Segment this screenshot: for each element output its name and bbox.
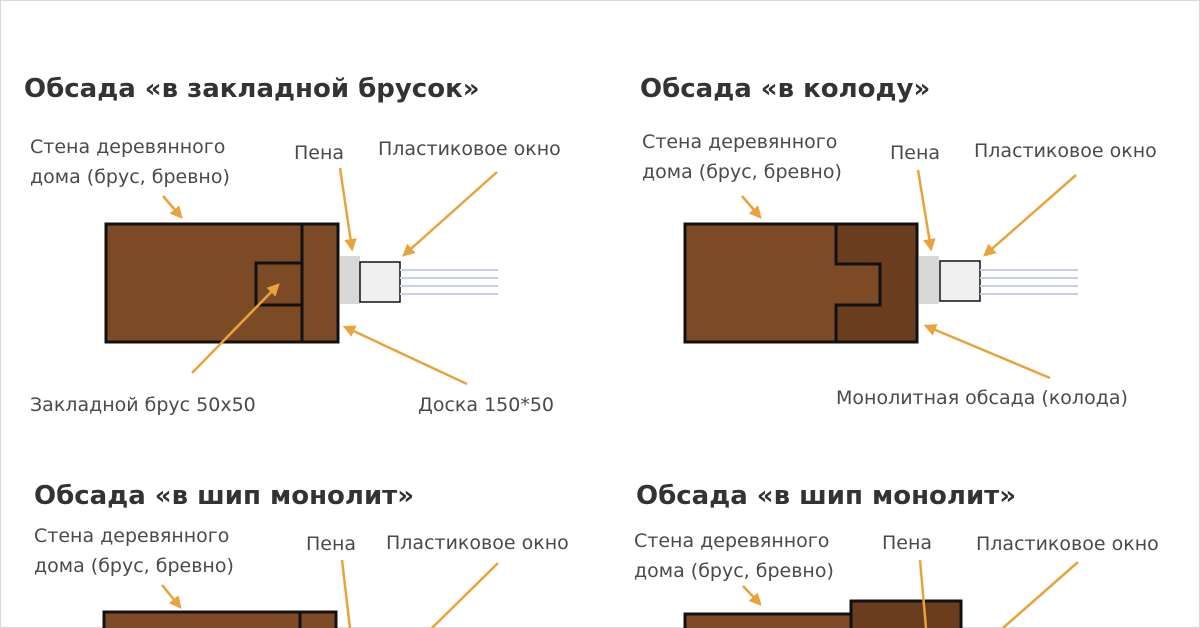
foam-label: Пена (890, 142, 941, 164)
arrow-window (431, 562, 499, 628)
foam-label: Пена (294, 142, 345, 164)
arrow-window (402, 171, 498, 257)
arrow-foam (918, 559, 928, 628)
wall-label: Стена деревянного (30, 136, 226, 158)
wall-label: Стена деревянного (642, 131, 838, 153)
panel-4-drawing (683, 559, 1079, 628)
wall-label: Стена деревянного (34, 525, 230, 547)
arrow-wall (741, 195, 762, 219)
arrow-wall (742, 585, 762, 606)
arrow-foam (338, 167, 357, 252)
arrow-wall (161, 584, 182, 609)
monolithic-casing (849, 599, 963, 628)
arrow-wall (162, 195, 183, 219)
embedded-beam-label: Закладной брус 50х50 (30, 394, 256, 416)
wall-label: Стена деревянного (634, 530, 830, 552)
monolithic-casing-label: Монолитная обсада (колода) (836, 387, 1128, 409)
panel-title: Обсада «в колоду» (640, 74, 931, 104)
wall-beam (102, 610, 338, 628)
arrow-window (1002, 561, 1079, 628)
arrow-window (983, 174, 1077, 257)
board-label: Доска 150*50 (418, 394, 555, 416)
foam-layer (340, 256, 360, 304)
wall-label: дома (брус, бревно) (642, 161, 842, 183)
window-label: Пластиковое окно (974, 140, 1157, 162)
window-label: Пластиковое окно (386, 532, 569, 554)
wall-label: дома (брус, бревно) (34, 555, 234, 577)
monolithic-casing (834, 222, 919, 344)
window-label: Пластиковое окно (976, 533, 1159, 555)
window-frame (359, 261, 401, 303)
arrow-monolithic-casing (923, 324, 1051, 380)
window-frame (939, 260, 981, 302)
arrow-embedded-beam (191, 283, 280, 374)
panel-2-drawing (683, 169, 1078, 380)
arrow-foam (340, 559, 352, 628)
wall-label: дома (брус, бревно) (30, 166, 230, 188)
panel-title: Обсада «в закладной брусок» (24, 74, 480, 104)
panel-title: Обсада «в шип монолит» (636, 481, 1017, 511)
panel-3-drawing (102, 559, 499, 628)
arrow-board (342, 325, 468, 386)
panel-1-drawing (104, 167, 498, 386)
wall-label: дома (брус, бревно) (634, 560, 834, 582)
foam-label: Пена (306, 533, 357, 555)
wall-beam (683, 612, 887, 628)
foam-layer (919, 256, 939, 304)
panel-title: Обсада «в шип монолит» (34, 481, 415, 511)
arrow-foam (916, 169, 936, 252)
window-label: Пластиковое окно (378, 138, 561, 160)
foam-label: Пена (882, 532, 933, 554)
